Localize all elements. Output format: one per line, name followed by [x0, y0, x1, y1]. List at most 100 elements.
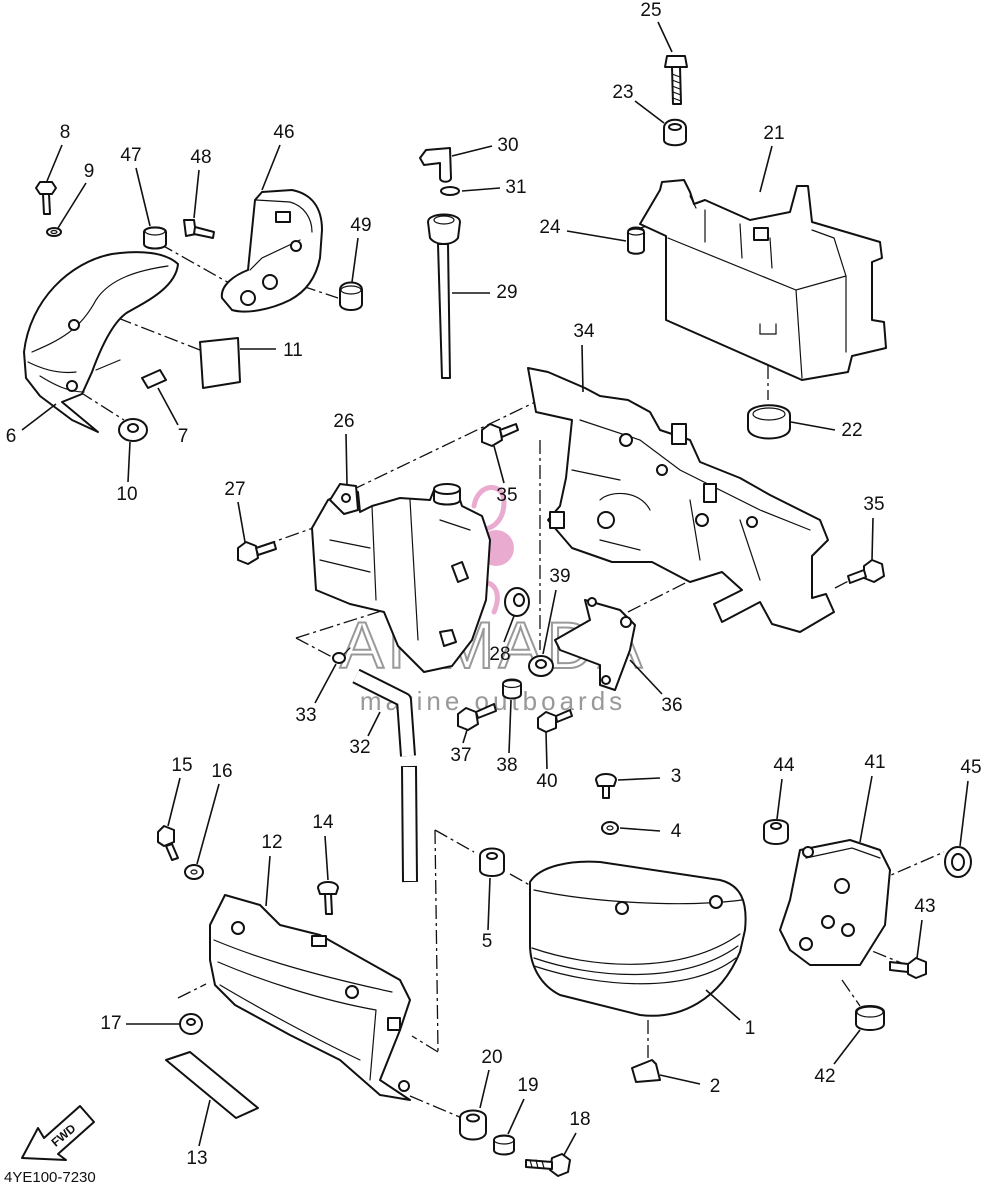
alignment-line	[434, 829, 475, 853]
alignment-line	[295, 637, 335, 659]
collar-body	[502, 678, 522, 700]
part-27-screw	[237, 541, 277, 565]
leader-line-10	[127, 441, 131, 483]
alignment-line	[177, 983, 207, 999]
leader-line-25	[657, 21, 673, 53]
callout-14: 14	[312, 812, 334, 881]
leader-line-16	[196, 783, 220, 865]
leader-line-44	[776, 778, 783, 820]
watermark-logo-head-loop	[471, 485, 507, 532]
screw-head	[664, 55, 688, 68]
leader-line-35-b	[871, 517, 874, 561]
plate-hole	[821, 915, 835, 929]
plate-hole	[841, 923, 855, 937]
part-44-grommet	[763, 819, 789, 845]
callout-label-44: 44	[773, 755, 795, 776]
part-29-dipstick	[427, 213, 461, 379]
screw-shank	[324, 893, 333, 915]
alignment-line	[411, 1035, 439, 1053]
part-35-screw-center	[481, 423, 519, 447]
leader-line-40	[545, 731, 548, 770]
part-3-screw	[595, 773, 617, 799]
rubber-top	[752, 407, 786, 421]
oil-tank-nipple	[451, 561, 469, 583]
screw-shank	[475, 703, 497, 719]
leader-line-24	[566, 230, 627, 242]
screw-thread	[671, 73, 682, 102]
callout-48: 48	[190, 147, 212, 219]
callout-label-18: 18	[569, 1109, 590, 1130]
plate-hole	[587, 597, 597, 607]
screw-head	[863, 559, 885, 583]
grommet-inner	[186, 1018, 196, 1026]
oil-tank-edges	[319, 499, 471, 641]
callout-label-35-b: 35	[863, 494, 884, 515]
part-14-screw	[317, 881, 339, 915]
side-cover-stripe	[531, 933, 741, 985]
part-41-plate	[779, 839, 891, 966]
screw-head	[457, 707, 479, 731]
alignment-line	[117, 317, 201, 351]
callout-label-4: 4	[671, 821, 682, 842]
oil-tank-nipple	[439, 629, 457, 647]
alignment-lines	[79, 221, 945, 1119]
cowling-body	[23, 251, 179, 433]
bracket-edge	[249, 199, 313, 271]
part-15-screw	[157, 825, 179, 861]
frame-hole	[695, 513, 709, 527]
diagram-part-code: 4YE100-7230	[4, 1169, 96, 1186]
screw-shank	[889, 961, 909, 973]
washer-outer	[184, 864, 204, 880]
battery-box-tab	[753, 227, 769, 241]
callout-label-45: 45	[960, 757, 981, 778]
grommet-hole	[770, 822, 782, 830]
alignment-line	[851, 851, 945, 893]
leader-line-8	[46, 144, 63, 182]
grommet-hole	[466, 1113, 480, 1123]
callout-6: 6	[6, 403, 57, 447]
callout-47: 47	[120, 145, 151, 227]
part-34-frame	[527, 367, 835, 633]
part-12-front-cover	[209, 894, 411, 1101]
parts	[23, 55, 972, 1177]
front-cover-hole	[398, 1080, 410, 1092]
callout-label-8: 8	[60, 122, 71, 143]
callout-18: 18	[563, 1109, 591, 1156]
grommet-inner	[535, 659, 547, 669]
plate-hole	[799, 937, 813, 951]
screw-head	[237, 541, 259, 565]
screw-head	[907, 957, 927, 979]
cap-top	[856, 1006, 884, 1018]
oil-tank-body	[311, 487, 491, 673]
front-cover-hole	[231, 921, 245, 935]
label-sheet	[199, 337, 241, 389]
grommet-inner	[513, 593, 525, 607]
oil-tank-filler-top	[433, 483, 461, 495]
callout-35-a: 35	[493, 445, 518, 506]
callout-44: 44	[773, 755, 795, 820]
fwd-arrow: FWD	[21, 1105, 95, 1161]
callout-label-38: 38	[496, 755, 517, 776]
callout-8: 8	[46, 122, 71, 182]
callout-2: 2	[659, 1074, 720, 1097]
part-36-plate	[554, 597, 636, 691]
alignment-line	[434, 829, 439, 1053]
callout-46: 46	[261, 122, 295, 191]
side-cover-hole	[615, 901, 629, 915]
frame-tab	[549, 511, 565, 529]
part-9-washer	[46, 227, 62, 237]
part-25-screw	[664, 55, 688, 105]
callout-label-46: 46	[273, 122, 294, 143]
nut-body	[143, 226, 167, 250]
washer-inner	[951, 853, 965, 871]
alignment-line	[301, 285, 339, 299]
alignment-line	[509, 873, 536, 889]
part-19-collar	[493, 1134, 515, 1156]
callout-label-31: 31	[505, 177, 526, 198]
leader-line-19	[507, 1098, 525, 1135]
callout-label-39: 39	[549, 566, 570, 587]
leader-line-47	[135, 167, 151, 227]
callout-label-34: 34	[573, 321, 595, 342]
callout-37: 37	[450, 729, 472, 766]
screw-thread	[529, 1159, 545, 1169]
